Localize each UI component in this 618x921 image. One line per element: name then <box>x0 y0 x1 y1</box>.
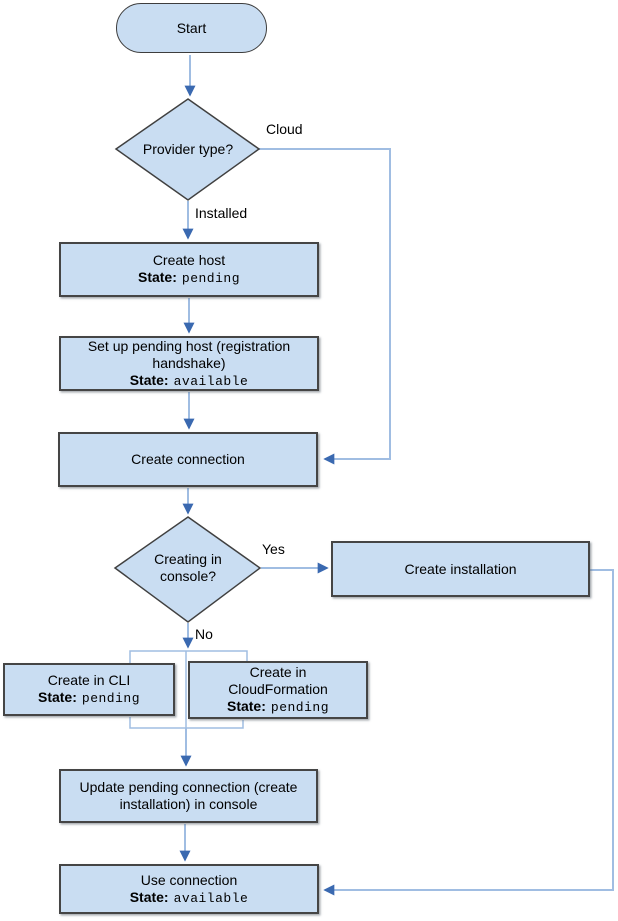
node-provider-type: Provider type? <box>123 141 253 158</box>
node-creating-in-console: Creating in console? <box>128 551 248 585</box>
node-use-connection: Use connection State:available <box>59 864 319 914</box>
state-value: pending <box>270 700 329 715</box>
node-label: Start <box>176 20 207 36</box>
node-create-connection: Create connection <box>58 432 318 487</box>
node-label: Provider type? <box>142 141 234 157</box>
node-update-pending-connection: Update pending connection (create instal… <box>59 769 318 823</box>
edge-provider-cloud-to-createconnection <box>259 148 391 465</box>
edge-label-cloud: Cloud <box>266 121 303 137</box>
node-create-in-cli: Create in CLI State: pending <box>3 663 175 716</box>
node-label: Create in CLI <box>47 672 131 688</box>
state-value: available <box>173 890 249 906</box>
edge-label-yes: Yes <box>262 541 285 557</box>
decision-provider-type-shape <box>114 98 261 201</box>
node-label: Create connection <box>131 451 245 467</box>
node-label: Use connection <box>140 871 238 888</box>
node-label: Creating in console? <box>154 551 222 584</box>
node-label: Create host <box>152 252 226 268</box>
node-create-host: Create host State: pending <box>59 242 319 297</box>
node-label: Update pending connection (create instal… <box>79 779 298 812</box>
decision-creating-in-console-shape <box>113 516 262 623</box>
edge-split-bracket <box>129 650 248 728</box>
node-create-installation: Create installation <box>331 541 590 597</box>
state-value: available <box>173 373 249 389</box>
state-value: pending <box>181 271 240 286</box>
state-label: State: <box>129 888 169 905</box>
edge-installation-to-use <box>323 569 614 896</box>
state-label: State: <box>226 698 266 714</box>
node-label: Create installation <box>404 560 517 577</box>
node-label: Set up pending host (registration handsh… <box>87 337 291 371</box>
edge-label-no: No <box>195 626 213 642</box>
state-label: State: <box>129 371 169 388</box>
node-create-in-cloudformation: Create in CloudFormation State: pending <box>188 661 368 719</box>
state-label: State: <box>37 689 77 705</box>
node-start: Start <box>116 3 267 53</box>
edge-label-installed: Installed <box>195 205 248 221</box>
node-setup-pending-host: Set up pending host (registration handsh… <box>59 336 319 391</box>
state-value: pending <box>81 691 140 706</box>
node-label: Create in CloudFormation <box>228 664 328 697</box>
state-label: State: <box>137 269 177 285</box>
